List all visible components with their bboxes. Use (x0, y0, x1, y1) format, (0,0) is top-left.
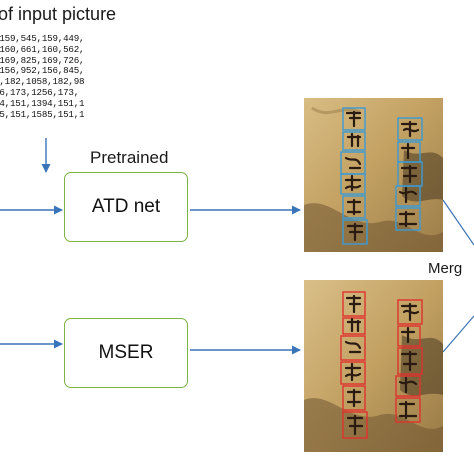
atd-net-label: ATD net (91, 196, 161, 217)
coordinate-line: 94,151,1394,151,1 (0, 97, 85, 109)
input-coordinates-title: of input picture (0, 4, 117, 24)
mser-glyph-strokes (344, 294, 420, 436)
atd-detection-image (304, 98, 443, 252)
pretrained-label: Pretrained (90, 148, 169, 167)
coordinate-list: ,159,545,159,449, ,160,661,160,562, ,169… (0, 33, 85, 120)
coordinate-line: 8,182,1058,182,98 (0, 76, 85, 88)
atd-glyph-strokes (344, 110, 420, 242)
coordinate-line: 56,173,1256,173, (0, 86, 80, 98)
coordinate-line: 85,151,1585,151,1 (0, 108, 85, 120)
mser-node: MSER (64, 318, 188, 388)
atd-bounding-boxes (340, 107, 423, 245)
mser-bounding-boxes (340, 291, 423, 439)
coordinate-line: ,160,661,160,562, (0, 43, 85, 55)
merge-label: Merg (428, 260, 463, 277)
mser-label: MSER (98, 342, 154, 363)
atd-net-node: ATD net (64, 172, 188, 242)
coordinate-line: ,156,952,156,845, (0, 65, 85, 77)
mser-detection-image (304, 280, 443, 452)
mser-image-to-merge-line (442, 315, 474, 353)
coordinate-line: ,159,545,159,449, (0, 33, 85, 44)
coordinate-line: ,169,825,169,726, (0, 54, 85, 66)
atd-image-to-merge-line (442, 199, 474, 246)
